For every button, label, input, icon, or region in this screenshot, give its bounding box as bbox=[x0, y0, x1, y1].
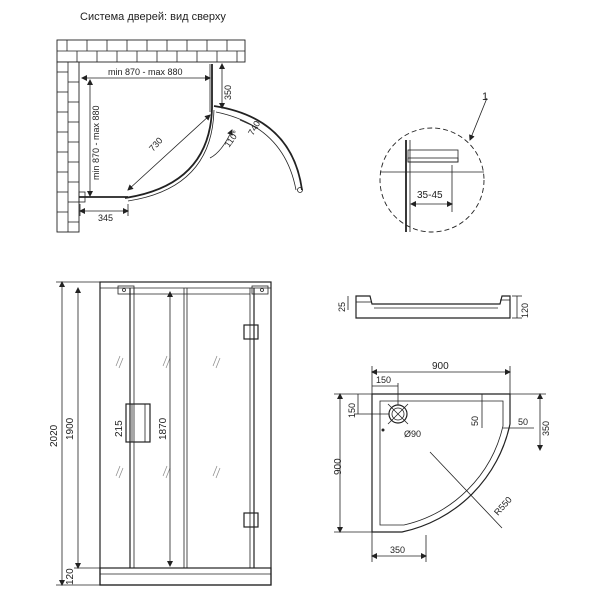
tray-edge-b-label: 50 bbox=[518, 417, 528, 427]
plan-door-open bbox=[213, 105, 303, 191]
drawing-title: Система дверей: вид сверху bbox=[80, 11, 226, 23]
tray-width-label: 900 bbox=[432, 361, 449, 372]
tray-edge-a-label: 50 bbox=[470, 416, 480, 426]
plan-depth-label: min 870 - max 880 bbox=[91, 105, 101, 180]
brick-wall-left bbox=[56, 61, 80, 233]
tray-radius-label: R550 bbox=[492, 495, 514, 518]
hinge-top bbox=[243, 324, 259, 340]
tray-drain-y-label: 150 bbox=[347, 403, 357, 418]
front-view: 2020 1900 120 1870 215 bbox=[49, 281, 272, 586]
plan-door-width-label: 730 bbox=[147, 135, 164, 153]
tray-drain-diameter: Ø90 bbox=[404, 429, 421, 439]
tray-depth-label: 900 bbox=[333, 458, 344, 475]
tray-straight-bottom-label: 350 bbox=[390, 545, 405, 555]
door-handle bbox=[125, 403, 151, 443]
front-tray bbox=[99, 567, 272, 586]
tray-top-view: 900 150 150 Ø90 900 50 50 350 350 R550 bbox=[333, 361, 551, 562]
brick-wall-top bbox=[56, 39, 246, 63]
front-cabin-height: 1900 bbox=[65, 417, 76, 440]
detail-callout: 1 bbox=[482, 91, 488, 103]
plan-width-label: min 870 - max 880 bbox=[108, 67, 183, 77]
plan-bottom-label: 345 bbox=[98, 213, 113, 223]
front-door-height: 1870 bbox=[158, 417, 169, 440]
front-handle-height: 215 bbox=[114, 420, 125, 437]
tray-side-view: 25 120 bbox=[337, 295, 530, 319]
front-total-height: 2020 bbox=[49, 424, 60, 447]
front-tray-height: 120 bbox=[65, 568, 76, 585]
tray-drain-x-label: 150 bbox=[376, 375, 391, 385]
tray-rim-label: 25 bbox=[337, 302, 347, 312]
plan-fixed-label: 350 bbox=[223, 85, 233, 100]
detail-view: 35-45 1 bbox=[379, 91, 488, 233]
tray-height-label: 120 bbox=[520, 303, 530, 318]
plan-angle-label: 110° bbox=[222, 128, 241, 149]
plan-view: min 870 - max 880 min 870 - max 880 350 … bbox=[56, 39, 303, 233]
hinge-bottom bbox=[243, 512, 259, 528]
tray-outline bbox=[371, 393, 511, 533]
tray-straight-side-label: 350 bbox=[541, 421, 551, 436]
detail-gap-label: 35-45 bbox=[417, 190, 443, 201]
